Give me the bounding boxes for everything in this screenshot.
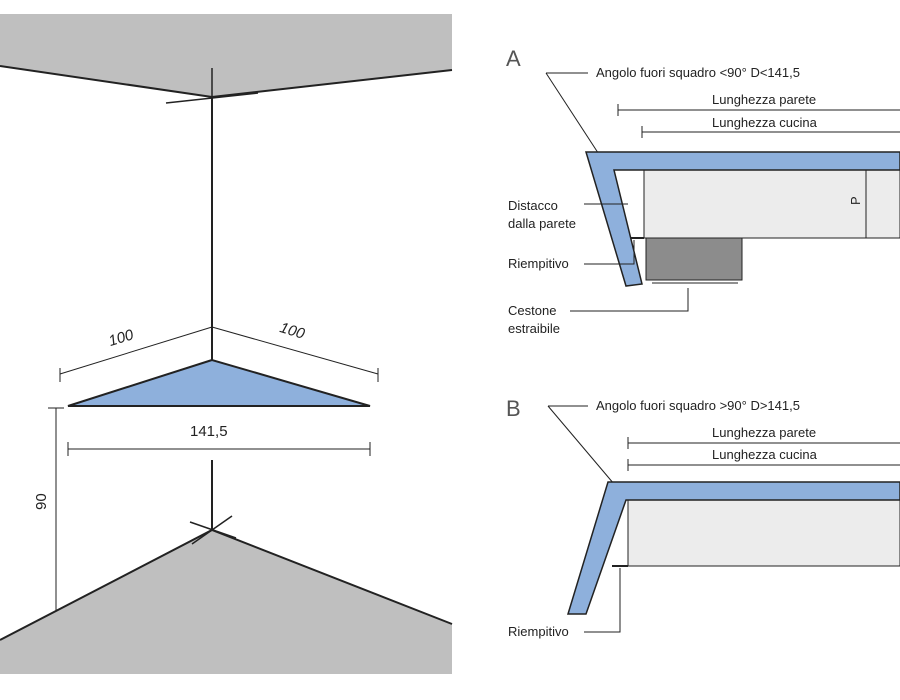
section-b-worktop	[566, 481, 900, 615]
section-a-basket-label-2: estraibile	[508, 321, 560, 336]
section-b-wall-length: Lunghezza parete	[712, 425, 816, 440]
worktop-triangle	[67, 358, 371, 407]
section-a-basket-label-1: Cestone	[508, 303, 556, 318]
corner-diagram: 100 100 141,5 90	[0, 14, 453, 674]
floor-shape	[0, 530, 452, 674]
dim-line-side-a	[59, 326, 213, 375]
dim-line-side-b	[211, 326, 379, 375]
section-a-cabinet-next	[865, 169, 900, 239]
section-a-basket-leader	[570, 288, 689, 312]
dim-label-hypotenuse: 141,5	[190, 423, 228, 440]
section-b: B Angolo fuori squadro >90° D>141,5 Lung…	[506, 396, 900, 639]
section-a: A Angolo fuori squadro <90° D<141,5 Lung…	[506, 46, 900, 336]
dim-label-height: 90	[33, 493, 50, 510]
section-a-kitchen-length: Lunghezza cucina	[712, 115, 818, 130]
section-b-title: Angolo fuori squadro >90° D>141,5	[596, 398, 800, 413]
ceiling-shape	[0, 14, 452, 97]
section-a-depth-label: P	[848, 196, 863, 205]
section-a-gap-label-2: dalla parete	[508, 216, 576, 231]
dim-label-side-a: 100	[107, 326, 137, 350]
section-a-letter: A	[506, 46, 521, 71]
floor-cross-b	[191, 515, 233, 545]
section-a-title: Angolo fuori squadro <90° D<141,5	[596, 65, 800, 80]
section-a-cabinet	[643, 169, 867, 239]
section-b-filler-label: Riempitivo	[508, 624, 569, 639]
section-a-basket	[645, 237, 743, 281]
section-b-letter: B	[506, 396, 521, 421]
section-a-filler-leader	[584, 240, 635, 265]
section-a-wall-length: Lunghezza parete	[712, 92, 816, 107]
dim-label-side-b: 100	[278, 319, 308, 343]
section-b-filler-leader	[584, 568, 621, 633]
section-b-cabinet	[627, 499, 900, 567]
section-a-gap-label-1: Distacco	[508, 198, 558, 213]
section-a-worktop	[584, 151, 900, 287]
section-b-kitchen-length: Lunghezza cucina	[712, 447, 818, 462]
section-b-title-leader	[547, 405, 615, 485]
section-a-title-leader	[545, 72, 605, 163]
section-a-filler-label: Riempitivo	[508, 256, 569, 271]
